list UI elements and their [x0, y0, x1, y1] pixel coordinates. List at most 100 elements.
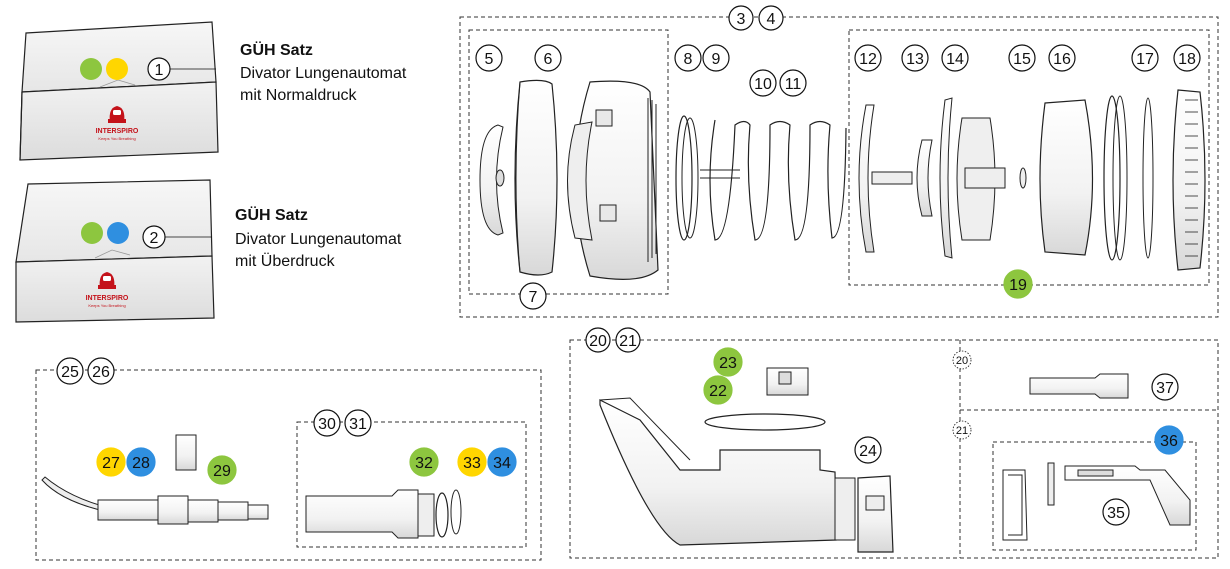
part-35-assembly	[1002, 462, 1191, 541]
part-6	[514, 79, 558, 276]
callout-16: 16	[1048, 44, 1076, 72]
callout-label: 25	[61, 364, 79, 381]
part-12	[858, 104, 913, 253]
callout-18: 18	[1173, 44, 1201, 72]
callout-label: 31	[349, 416, 367, 433]
callout-15: 15	[1008, 44, 1036, 72]
callout-20: 20	[585, 327, 611, 353]
part-14	[939, 97, 1006, 259]
callout-30: 30	[313, 409, 341, 437]
callout-label: 26	[92, 364, 110, 381]
kit-1-title: GÜH Satz	[240, 40, 313, 59]
callout-label: 30	[318, 416, 336, 433]
callout-24: 24	[854, 436, 882, 464]
callout-label: 15	[1013, 51, 1031, 68]
box-2-brand: INTERSPIRO	[86, 295, 129, 302]
callout-35: 35	[1102, 498, 1130, 526]
callout-19: 19	[1003, 269, 1033, 299]
callout-label: 20	[956, 355, 968, 367]
part-32-33-34-rings	[435, 489, 462, 538]
kit-box-1: INTERSPIRO Keeps You Breathing	[19, 21, 219, 161]
callout-label: 18	[1178, 51, 1196, 68]
callout-label: 24	[859, 443, 877, 460]
callout-label: 35	[1107, 505, 1125, 522]
callout-1: 1	[155, 62, 164, 79]
callout-28: 28	[126, 447, 156, 477]
callout-25: 25	[56, 357, 84, 385]
callout-12: 12	[854, 44, 882, 72]
part-18	[1172, 89, 1206, 271]
callout-label: 32	[415, 455, 433, 472]
part-15	[1019, 167, 1027, 189]
callout-29: 29	[207, 455, 237, 485]
part-22	[704, 413, 826, 431]
callout-36: 36	[1154, 425, 1184, 455]
kit-2-title: GÜH Satz	[235, 205, 308, 224]
callout-31: 31	[344, 409, 372, 437]
callout-label: 29	[213, 463, 231, 480]
callout-label: 7	[529, 289, 538, 306]
callout-3: 3	[728, 5, 754, 31]
kit-1-dot-2	[106, 58, 128, 80]
callout-26: 26	[87, 357, 115, 385]
callout-label: 36	[1160, 433, 1178, 450]
group-35-frame	[992, 441, 1197, 551]
kit-2-line2: mit Überdruck	[235, 252, 336, 270]
callout-sub-21: 21	[952, 420, 972, 440]
callout-9: 9	[702, 44, 730, 72]
part-8-9-rings	[675, 115, 699, 241]
box-2-tagline: Keeps You Breathing	[88, 303, 125, 308]
callout-23: 23	[713, 347, 743, 377]
callout-14: 14	[941, 44, 969, 72]
box-1-tagline: Keeps You Breathing	[98, 136, 135, 141]
callout-33: 33	[457, 447, 487, 477]
kit-1-line2: mit Normaldruck	[240, 87, 357, 104]
callout-7: 7	[519, 282, 547, 310]
kit-box-2: INTERSPIRO Keeps You Breathing	[15, 179, 215, 323]
kit-2-label: 2 GÜH Satz Divator Lungenautomat mit Übe…	[142, 205, 402, 270]
callout-5: 5	[475, 44, 503, 72]
part-24	[857, 475, 894, 553]
kit-1-label: 1 GÜH Satz Divator Lungenautomat mit Nor…	[147, 40, 407, 104]
callout-label: 34	[493, 455, 511, 472]
interspiro-logo	[98, 272, 116, 289]
part-25-26-lever-assembly	[41, 476, 269, 525]
group-3-4-frame	[459, 16, 1219, 318]
callout-6: 6	[534, 44, 562, 72]
callout-8: 8	[674, 44, 702, 72]
callout-label: 19	[1009, 277, 1027, 294]
kit-1-line1: Divator Lungenautomat	[240, 65, 407, 82]
interspiro-logo	[108, 106, 126, 123]
part-37	[1029, 373, 1129, 399]
callout-4: 4	[758, 5, 784, 31]
callout-label: 21	[619, 333, 637, 350]
callout-label: 20	[589, 333, 607, 350]
callout-label: 33	[463, 455, 481, 472]
part-30-31	[305, 489, 435, 539]
callout-sub-20: 20	[952, 350, 972, 370]
kit-2-dot-2	[107, 222, 129, 244]
callout-label: 13	[906, 51, 924, 68]
kit-2-line1: Divator Lungenautomat	[235, 231, 402, 248]
part-7-housing	[567, 80, 659, 280]
callout-label: 22	[709, 383, 727, 400]
callout-22: 22	[703, 375, 733, 405]
callout-label: 17	[1136, 51, 1154, 68]
part-13	[916, 139, 933, 217]
part-5	[479, 124, 505, 236]
kit-1-dot-1	[80, 58, 102, 80]
callout-label: 8	[684, 51, 693, 68]
callout-2: 2	[150, 230, 159, 247]
part-10-11-spring	[700, 119, 847, 241]
callout-label: 11	[785, 76, 802, 93]
callout-label: 5	[485, 51, 494, 68]
callout-label: 27	[102, 455, 120, 472]
callout-37: 37	[1151, 373, 1179, 401]
callout-label: 28	[132, 455, 150, 472]
callout-10: 10	[749, 69, 777, 97]
box-1-brand: INTERSPIRO	[96, 128, 139, 135]
part-29	[175, 434, 197, 471]
part-16	[1039, 99, 1094, 256]
callout-32: 32	[409, 447, 439, 477]
